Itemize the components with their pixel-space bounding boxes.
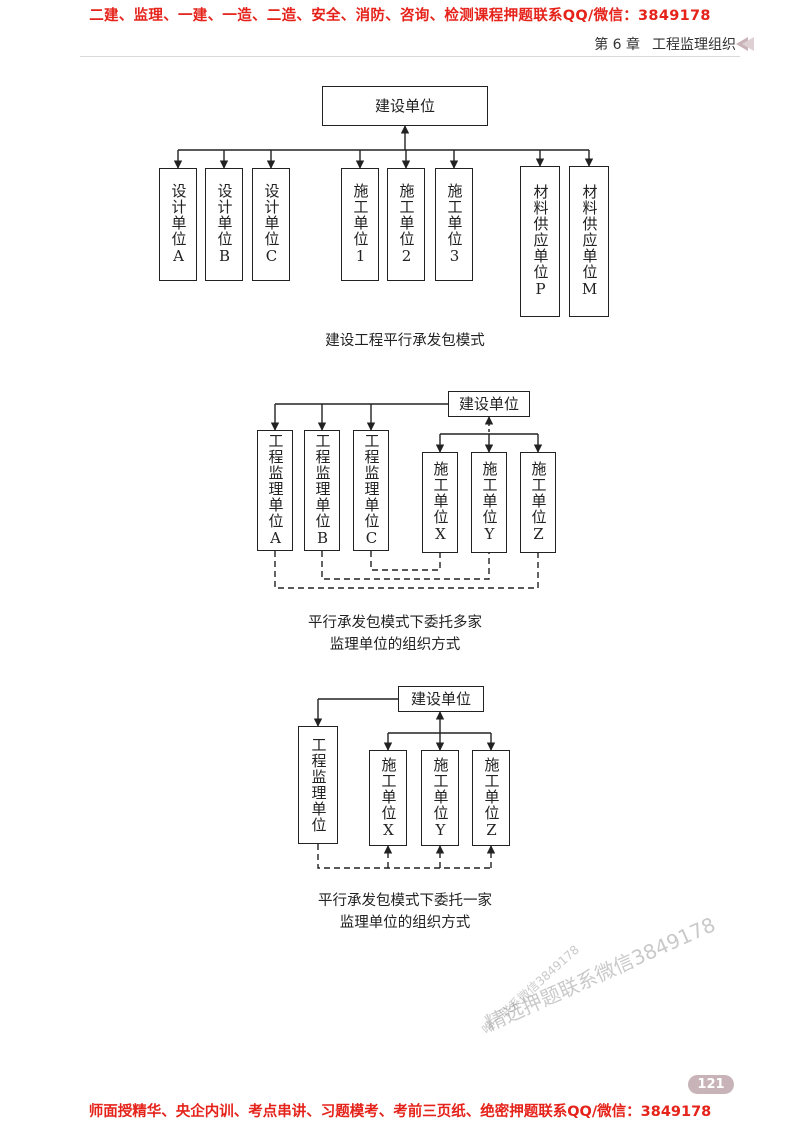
box-label: 材料供应单位P [531, 184, 550, 299]
promo-banner-bottom: 师面授精华、央企内训、考点串讲、习题模考、考前三页纸、绝密押题联系QQ/微信：3… [88, 1104, 712, 1120]
owner-label: 建设单位 [374, 96, 435, 115]
contractor-x-box: 施工单位X [422, 452, 458, 553]
box-label: 工程监理单位B [313, 433, 332, 548]
owner-box: 建设单位 [398, 686, 484, 712]
contractor-z-box: 施工单位Z [472, 750, 510, 846]
diagram3-caption: 平行承发包模式下委托一家 监理单位的组织方式 [290, 890, 520, 934]
box-label: 施工单位1 [351, 183, 370, 266]
supervisor-b-box: 工程监理单位B [304, 430, 340, 551]
box-label: 施工单位Y [431, 756, 450, 840]
design-unit-b-box: 设计单位B [205, 168, 243, 281]
owner-box: 建设单位 [448, 391, 530, 417]
box-label: 施工单位Z [529, 461, 548, 544]
material-supplier-m-box: 材料供应单位M [569, 166, 609, 317]
supervisor-a-box: 工程监理单位A [257, 430, 293, 551]
construction-unit-2-box: 施工单位2 [387, 168, 425, 281]
box-label: 施工单位Y [480, 461, 499, 544]
supervisor-c-box: 工程监理单位C [353, 430, 389, 551]
owner-box: 建设单位 [322, 86, 488, 126]
contractor-x-box: 施工单位X [369, 750, 407, 846]
caption-line: 平行承发包模式下委托多家 [308, 615, 482, 631]
chapter-heading: 第 6 章工程监理组织 [594, 34, 736, 54]
construction-unit-1-box: 施工单位1 [341, 168, 379, 281]
construction-unit-3-box: 施工单位3 [435, 168, 473, 281]
box-label: 施工单位X [379, 756, 398, 840]
chapter-title: 工程监理组织 [652, 37, 736, 53]
promo-banner-top: 二建、监理、一建、一造、二造、安全、消防、咨询、检测课程押题联系QQ/微信：38… [89, 8, 711, 24]
page-number-badge: 121 [688, 1075, 734, 1094]
contractor-y-box: 施工单位Y [471, 452, 507, 553]
box-label: 设计单位B [215, 183, 234, 266]
design-unit-a-box: 设计单位A [159, 168, 197, 281]
box-label: 工程监理单位C [362, 433, 381, 548]
contractor-z-box: 施工单位Z [520, 452, 556, 553]
box-label: 施工单位2 [397, 183, 416, 266]
contractor-y-box: 施工单位Y [421, 750, 459, 846]
caption-line: 监理单位的组织方式 [339, 915, 471, 931]
box-label: 工程监理单位 [309, 737, 328, 833]
header-divider [80, 56, 740, 57]
supervisor-box: 工程监理单位 [298, 726, 338, 844]
owner-label: 建设单位 [410, 689, 471, 708]
diagram2-caption: 平行承发包模式下委托多家 监理单位的组织方式 [280, 612, 510, 656]
box-label: 施工单位X [431, 461, 450, 544]
design-unit-c-box: 设计单位C [252, 168, 290, 281]
box-label: 设计单位C [262, 183, 281, 266]
chevron-left-icon [742, 37, 754, 51]
material-supplier-p-box: 材料供应单位P [520, 166, 560, 317]
box-label: 施工单位Z [482, 756, 501, 840]
box-label: 工程监理单位A [266, 433, 285, 548]
box-label: 施工单位3 [445, 183, 464, 266]
chapter-number: 第 6 章 [594, 37, 640, 53]
owner-label: 建设单位 [458, 394, 519, 413]
caption-line: 平行承发包模式下委托一家 [318, 893, 492, 909]
caption-line: 监理单位的组织方式 [329, 637, 461, 653]
diagram1-caption: 建设工程平行承发包模式 [325, 333, 485, 349]
box-label: 设计单位A [169, 183, 188, 266]
box-label: 材料供应单位M [580, 184, 599, 299]
